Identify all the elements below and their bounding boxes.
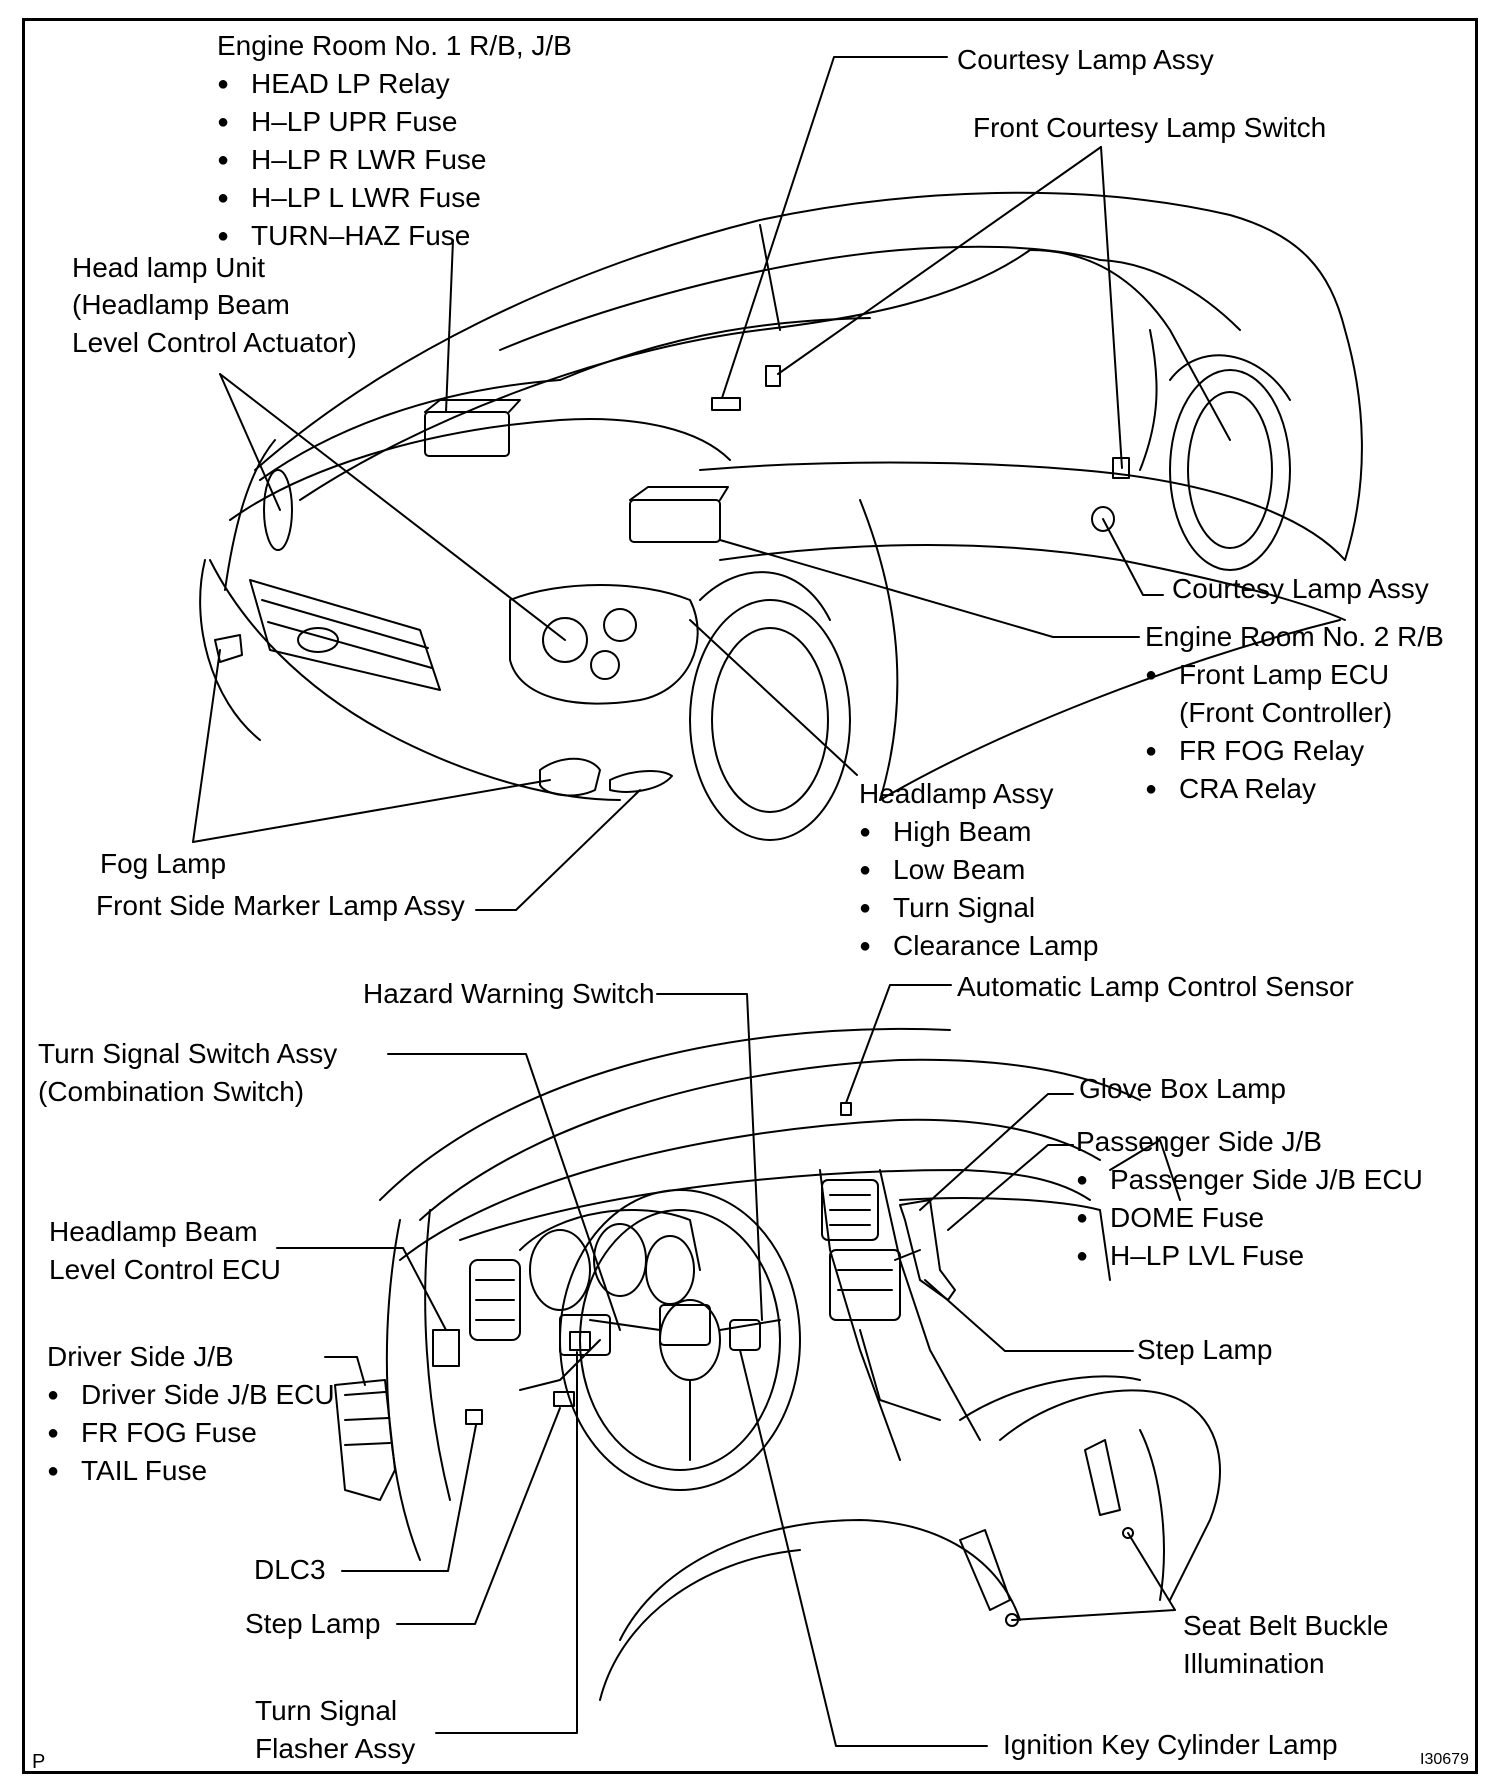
- hazard-switch-label: Hazard Warning Switch: [363, 978, 655, 1009]
- headlamp-assy-item: Low Beam: [859, 856, 1025, 884]
- headlamp-assy-item: High Beam: [859, 818, 1032, 846]
- courtesy-lamp-right-label: Courtesy Lamp Assy: [1172, 573, 1429, 604]
- engine-room-1-item: H–LP R LWR Fuse: [217, 146, 486, 174]
- engine-room-2-item: FR FOG Relay: [1145, 737, 1364, 765]
- fog-lamp-label: Fog Lamp: [100, 848, 227, 879]
- driver-jb-item: FR FOG Fuse: [47, 1419, 257, 1447]
- turn-signal-flasher-label: Turn Signal: [255, 1695, 398, 1726]
- turn-signal-switch-label: (Combination Switch): [38, 1076, 305, 1107]
- engine-room-1-item: H–LP L LWR Fuse: [217, 184, 481, 212]
- step-lamp-left-label: Step Lamp: [245, 1608, 381, 1639]
- interior-illustration: [334, 1027, 1221, 1701]
- engine-room-2-item: Front Lamp ECU: [1145, 661, 1389, 689]
- head-lamp-unit-label: (Headlamp Beam: [72, 289, 290, 320]
- engine-room-2-item: CRA Relay: [1145, 775, 1316, 803]
- turn-signal-flasher-label: Flasher Assy: [255, 1733, 416, 1764]
- courtesy-lamp-top-label: Courtesy Lamp Assy: [957, 44, 1214, 75]
- leader-lines: [192, 56, 1176, 1747]
- engine-room-1-item: HEAD LP Relay: [217, 70, 450, 98]
- headlamp-assy-label: Headlamp Assy: [859, 778, 1054, 809]
- front-side-marker-label: Front Side Marker Lamp Assy: [96, 890, 465, 921]
- glove-box-lamp-label: Glove Box Lamp: [1079, 1073, 1286, 1104]
- front-courtesy-switch-label: Front Courtesy Lamp Switch: [973, 112, 1327, 143]
- headlamp-beam-ecu-label: Level Control ECU: [49, 1254, 281, 1285]
- car-illustration: [199, 191, 1363, 841]
- headlamp-assy-item: Clearance Lamp: [859, 932, 1098, 960]
- diagram-frame: [22, 18, 1478, 1774]
- passenger-jb-item: Passenger Side J/B ECU: [1076, 1166, 1423, 1194]
- engine-room-2-label: Engine Room No. 2 R/B: [1145, 621, 1444, 652]
- head-lamp-unit-label: Level Control Actuator): [72, 327, 357, 358]
- headlamp-beam-ecu-label: Headlamp Beam: [49, 1216, 258, 1247]
- corner-p-label: P: [32, 1751, 46, 1773]
- ignition-key-label: Ignition Key Cylinder Lamp: [1003, 1729, 1338, 1760]
- headlamp-assy-item: Turn Signal: [859, 894, 1035, 922]
- passenger-jb-item: DOME Fuse: [1076, 1204, 1264, 1232]
- driver-jb-label: Driver Side J/B: [47, 1341, 234, 1372]
- engine-room-1-item: TURN–HAZ Fuse: [217, 222, 470, 250]
- step-lamp-right-label: Step Lamp: [1137, 1334, 1273, 1365]
- dlc3-label: DLC3: [254, 1554, 326, 1585]
- seat-belt-label: Seat Belt Buckle: [1183, 1610, 1389, 1641]
- engine-room-1-label: Engine Room No. 1 R/B, J/B: [217, 30, 572, 61]
- front-controller-label: (Front Controller): [1179, 697, 1393, 728]
- auto-lamp-sensor-label: Automatic Lamp Control Sensor: [957, 971, 1354, 1002]
- figure-code-label: I30679: [1420, 1751, 1469, 1768]
- passenger-jb-item: H–LP LVL Fuse: [1076, 1242, 1304, 1270]
- driver-jb-item: TAIL Fuse: [47, 1457, 207, 1485]
- seat-belt-label: Illumination: [1183, 1648, 1325, 1679]
- engine-room-1-item: H–LP UPR Fuse: [217, 108, 457, 136]
- turn-signal-switch-label: Turn Signal Switch Assy: [38, 1038, 338, 1069]
- driver-jb-item: Driver Side J/B ECU: [47, 1381, 335, 1409]
- head-lamp-unit-label: Head lamp Unit: [72, 252, 265, 283]
- passenger-jb-label: Passenger Side J/B: [1076, 1126, 1322, 1157]
